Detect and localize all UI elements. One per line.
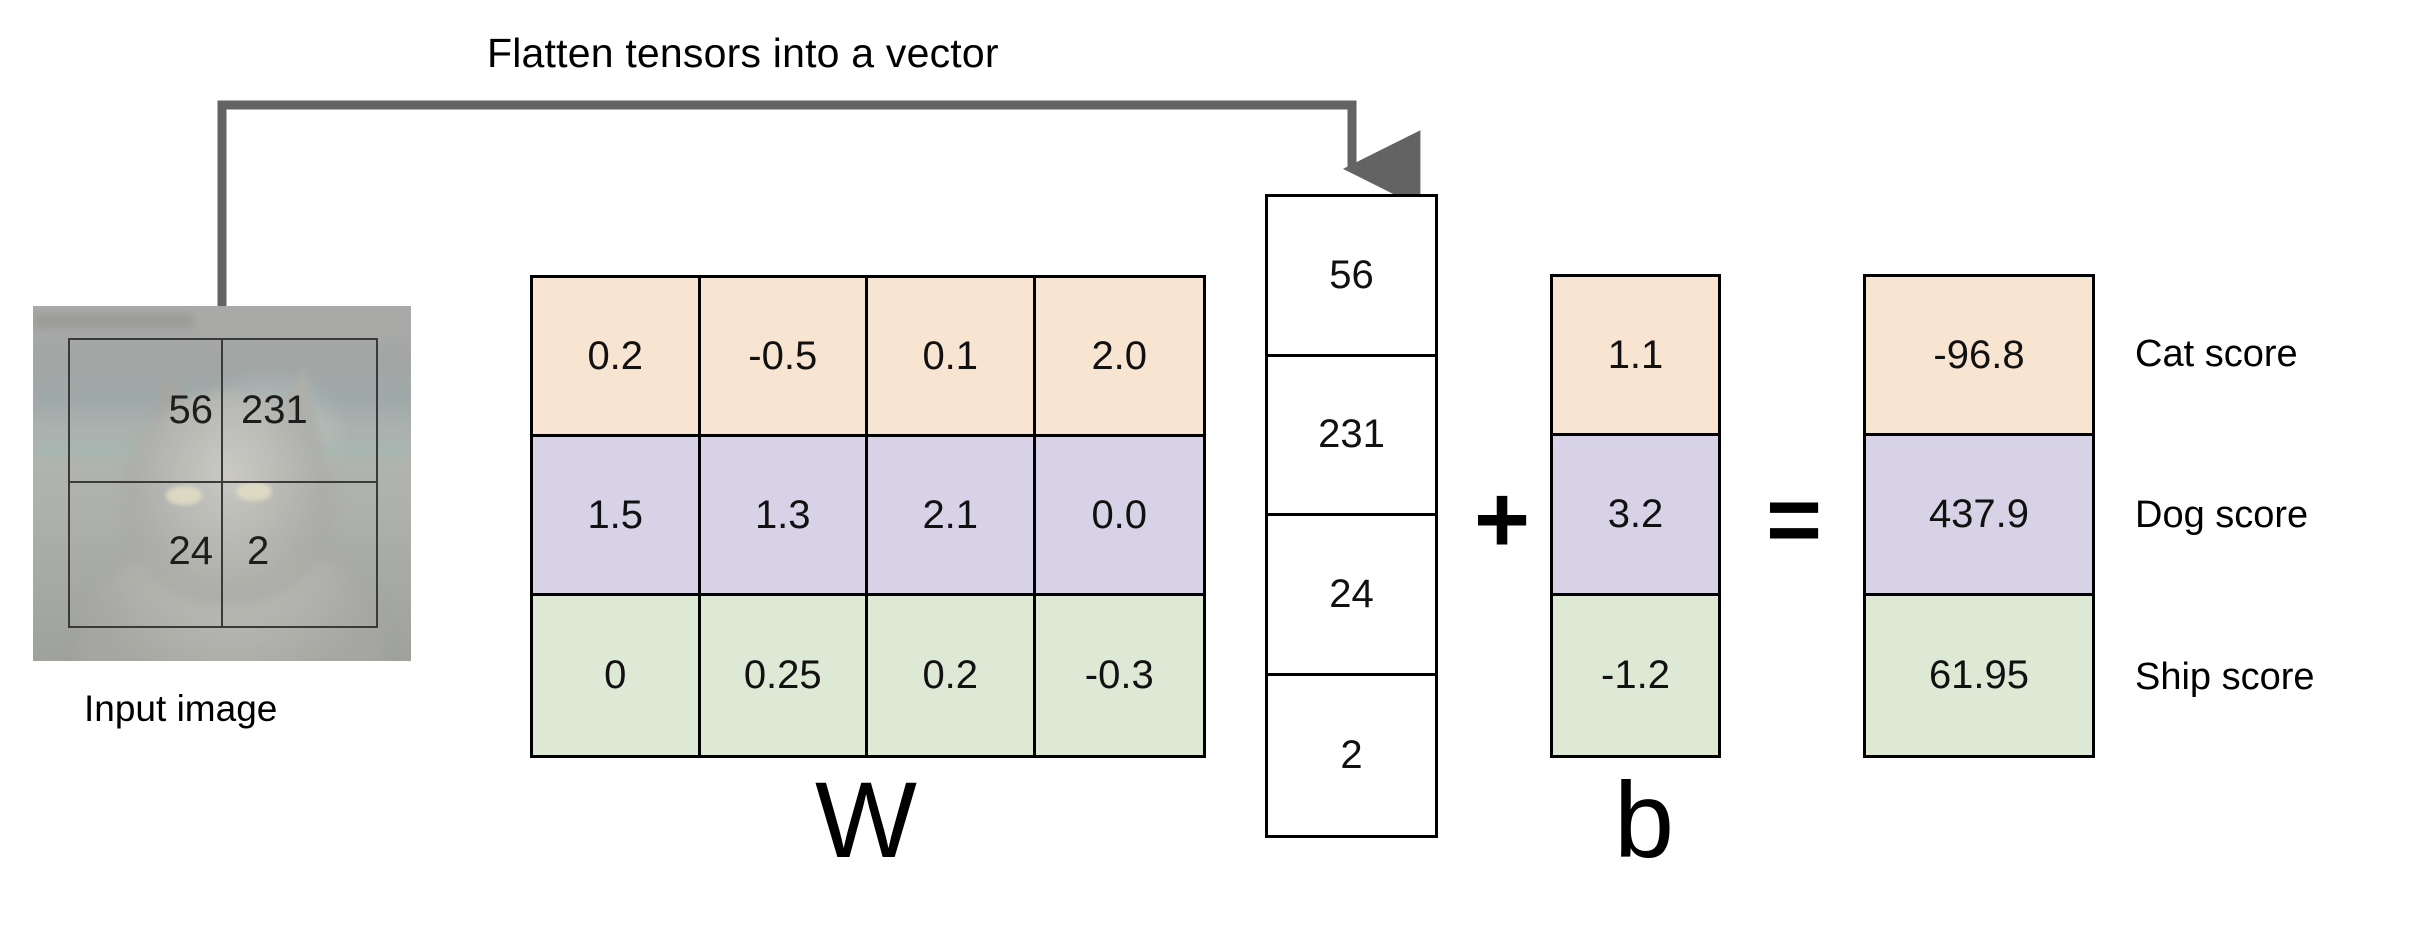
plus-operator-icon: + [1474,466,1531,573]
flattened-vector-cell: 56 [1268,197,1435,357]
pixel-cell: 231 [223,340,376,483]
input-image: 56 231 24 2 [33,306,411,661]
weight-cell: 1.5 [533,437,701,596]
weight-cell: 2.1 [868,437,1036,596]
flattened-vector-cell: 24 [1268,516,1435,676]
pixel-value: 56 [168,388,214,432]
weight-cell: 0.2 [533,278,701,437]
pixel-cell: 56 [70,340,223,483]
weight-matrix: 0.2 -0.5 0.1 2.0 1.5 1.3 2.1 0.0 0 0.25 … [530,275,1206,758]
weight-cell: 2.0 [1035,278,1203,437]
score-label-ship: Ship score [2135,655,2315,698]
score-label-column: Cat score Dog score Ship score [2135,274,2412,758]
weight-cell: 0.2 [868,596,1036,755]
weight-cell: 1.3 [700,437,868,596]
weight-cell: 0.1 [868,278,1036,437]
weight-cell: 0 [533,596,701,755]
photo-background-band [33,314,193,328]
weight-matrix-label: W [815,759,917,880]
score-cell: -96.8 [1866,277,2092,437]
cat-head-shape [121,392,335,606]
flattened-vector: 56 231 24 2 [1265,194,1438,838]
bias-cell: 1.1 [1553,277,1718,437]
score-cell: 437.9 [1866,436,2092,596]
weight-cell: 0.0 [1035,437,1203,596]
bias-cell: -1.2 [1553,595,1718,755]
score-cell: 61.95 [1866,595,2092,755]
score-vector: -96.8 437.9 61.95 [1863,274,2095,758]
cat-right-eye-shape [236,482,272,501]
pixel-cell: 24 [70,483,223,626]
weight-cell: -0.5 [700,278,868,437]
pixel-value: 24 [168,529,214,573]
pixel-value: 2 [247,529,270,573]
page-title: Flatten tensors into a vector [487,30,999,76]
equals-operator-icon: = [1766,466,1823,573]
weight-cell: 0.25 [700,596,868,755]
score-label-cat: Cat score [2135,333,2298,376]
pixel-cell: 2 [223,483,376,626]
flattened-vector-cell: 231 [1268,357,1435,516]
weight-cell: -0.3 [1035,596,1203,755]
flattened-vector-cell: 2 [1340,732,1363,777]
bias-vector: 1.1 3.2 -1.2 [1550,274,1721,758]
bias-vector-label: b [1614,759,1675,880]
pixel-grid: 56 231 24 2 [68,338,378,628]
cat-left-eye-shape [166,486,202,505]
bias-cell: 3.2 [1553,436,1718,596]
score-label-dog: Dog score [2135,494,2309,537]
input-image-caption: Input image [84,688,278,729]
pixel-value: 231 [241,388,308,432]
